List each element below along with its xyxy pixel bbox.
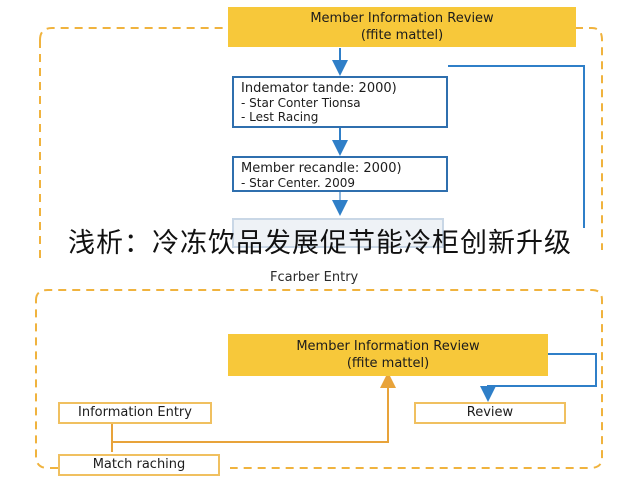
box-one-heading: Indemator tande: 2000)	[241, 81, 397, 96]
box-one-item: - Lest Racing	[241, 110, 319, 124]
box-two-heading: Member recandle: 2000)	[241, 161, 402, 176]
bottom-group-frame	[35, 289, 603, 469]
process-box-one[interactable]: Indemator tande: 2000) - Star Conter Tio…	[232, 76, 448, 128]
top-header-title: Member Information Review	[310, 11, 494, 26]
process-box-two[interactable]: Member recandle: 2000) - Star Center. 20…	[232, 156, 448, 192]
loop-connector-top	[448, 65, 585, 228]
review-label: Review	[466, 405, 514, 420]
box-one-item: - Star Conter Tionsa	[241, 96, 361, 110]
top-group-frame	[39, 27, 603, 258]
bottom-review-header[interactable]: Member Information Review (ffite mattel)	[228, 334, 548, 376]
information-entry-box[interactable]: Information Entry	[58, 402, 212, 424]
arrow-entry-to-header	[111, 372, 396, 443]
entry-caption: Fcarber Entry	[270, 270, 359, 285]
match-raching-label: Match raching	[92, 457, 186, 472]
box-two-item: - Star Center. 2009	[241, 176, 356, 190]
review-box[interactable]: Review	[414, 402, 566, 424]
information-entry-label: Information Entry	[78, 405, 192, 420]
bottom-header-subtitle: (ffite mattel)	[346, 356, 430, 371]
arrow-header-to-review	[480, 353, 597, 402]
match-raching-box[interactable]: Match raching	[58, 454, 220, 476]
bottom-header-title: Member Information Review	[296, 339, 480, 354]
obscured-entry-box	[232, 218, 444, 248]
top-review-header[interactable]: Member Information Review (ffite mattel)	[228, 7, 576, 47]
headline-overlay: 浅析：冷冻饮品发展促节能冷柜创新升级	[68, 228, 572, 259]
top-header-subtitle: (ffite mattel)	[360, 28, 444, 43]
